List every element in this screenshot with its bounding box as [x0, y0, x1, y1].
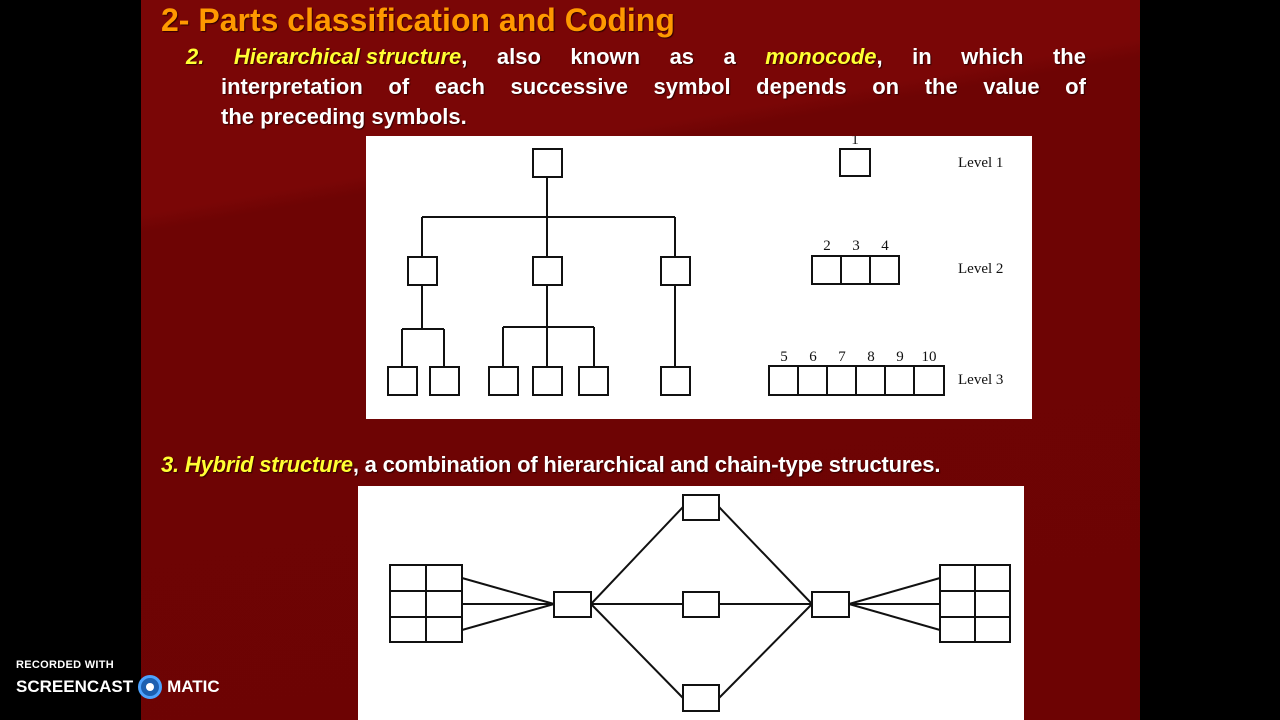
digit-3: 3 [852, 238, 860, 254]
tree-node-l2-c [660, 256, 691, 286]
digit-10: 10 [922, 349, 937, 365]
code-box-level1 [839, 148, 871, 177]
branch-node-middle [682, 591, 720, 618]
monocode-term: monocode, [765, 44, 883, 69]
tree-node-l3-2 [429, 366, 460, 396]
hub-node-right [811, 591, 850, 618]
digit-9: 9 [896, 349, 904, 365]
digit-1: 1 [851, 136, 859, 148]
paragraph-line-1: 2. Hierarchical structure, also known as… [186, 42, 1086, 72]
screencast-logo-icon [138, 675, 163, 699]
tree-node-l2-b [532, 256, 563, 286]
screencast-watermark: RECORDED WITH SCREENCAST MATIC [16, 659, 220, 699]
hub-node-left [553, 591, 592, 618]
tree-node-root [532, 148, 563, 178]
digit-2: 2 [823, 238, 831, 254]
slide-title: 2- Parts classification and Coding [161, 2, 675, 38]
branch-node-top [682, 494, 720, 521]
digit-8: 8 [867, 349, 875, 365]
paragraph-line-2: interpretation of each successive symbol… [221, 74, 1086, 99]
digit-7: 7 [838, 349, 846, 365]
hybrid-structure-paragraph: 3. Hybrid structure, a combination of hi… [161, 452, 941, 477]
slide: 2- Parts classification and Coding 2. Hi… [141, 0, 1140, 720]
digit-5: 5 [780, 349, 788, 365]
hybrid-network-diagram [389, 494, 1011, 712]
branch-node-bottom [682, 684, 720, 712]
tree-node-l3-4 [532, 366, 563, 396]
digit-6: 6 [809, 349, 817, 365]
point-number: 2. [186, 44, 205, 69]
hybrid-structure-figure [358, 486, 1024, 720]
hybrid-term: Hybrid structure [184, 452, 353, 477]
watermark-brand: SCREENCAST MATIC [16, 675, 220, 699]
tree-node-l2-a [407, 256, 438, 286]
level-3-label: Level 3 [958, 372, 1003, 388]
paragraph-line-3: the preceding symbols. [221, 104, 467, 129]
watermark-caption: RECORDED WITH [16, 659, 115, 671]
hierarchical-structure-paragraph: 2. Hierarchical structure, also known as… [186, 42, 1086, 132]
digit-4: 4 [881, 238, 889, 254]
level-1-label: Level 1 [958, 155, 1003, 171]
tree-node-l3-6 [660, 366, 691, 396]
hierarchical-structure-figure: 1 2 3 4 5 6 7 8 9 10 Level 1 Level 2 Lev… [366, 132, 1032, 419]
tree-node-l3-3 [488, 366, 519, 396]
hierarchical-term: Hierarchical structure, [233, 44, 468, 69]
code-box-level2 [811, 255, 900, 285]
tree-node-l3-1 [387, 366, 418, 396]
level-2-label: Level 2 [958, 261, 1003, 277]
tree-node-l3-5 [578, 366, 609, 396]
hierarchy-tree-diagram: 1 2 3 4 5 6 7 8 9 10 Level 1 Level 2 Lev… [387, 132, 1003, 396]
